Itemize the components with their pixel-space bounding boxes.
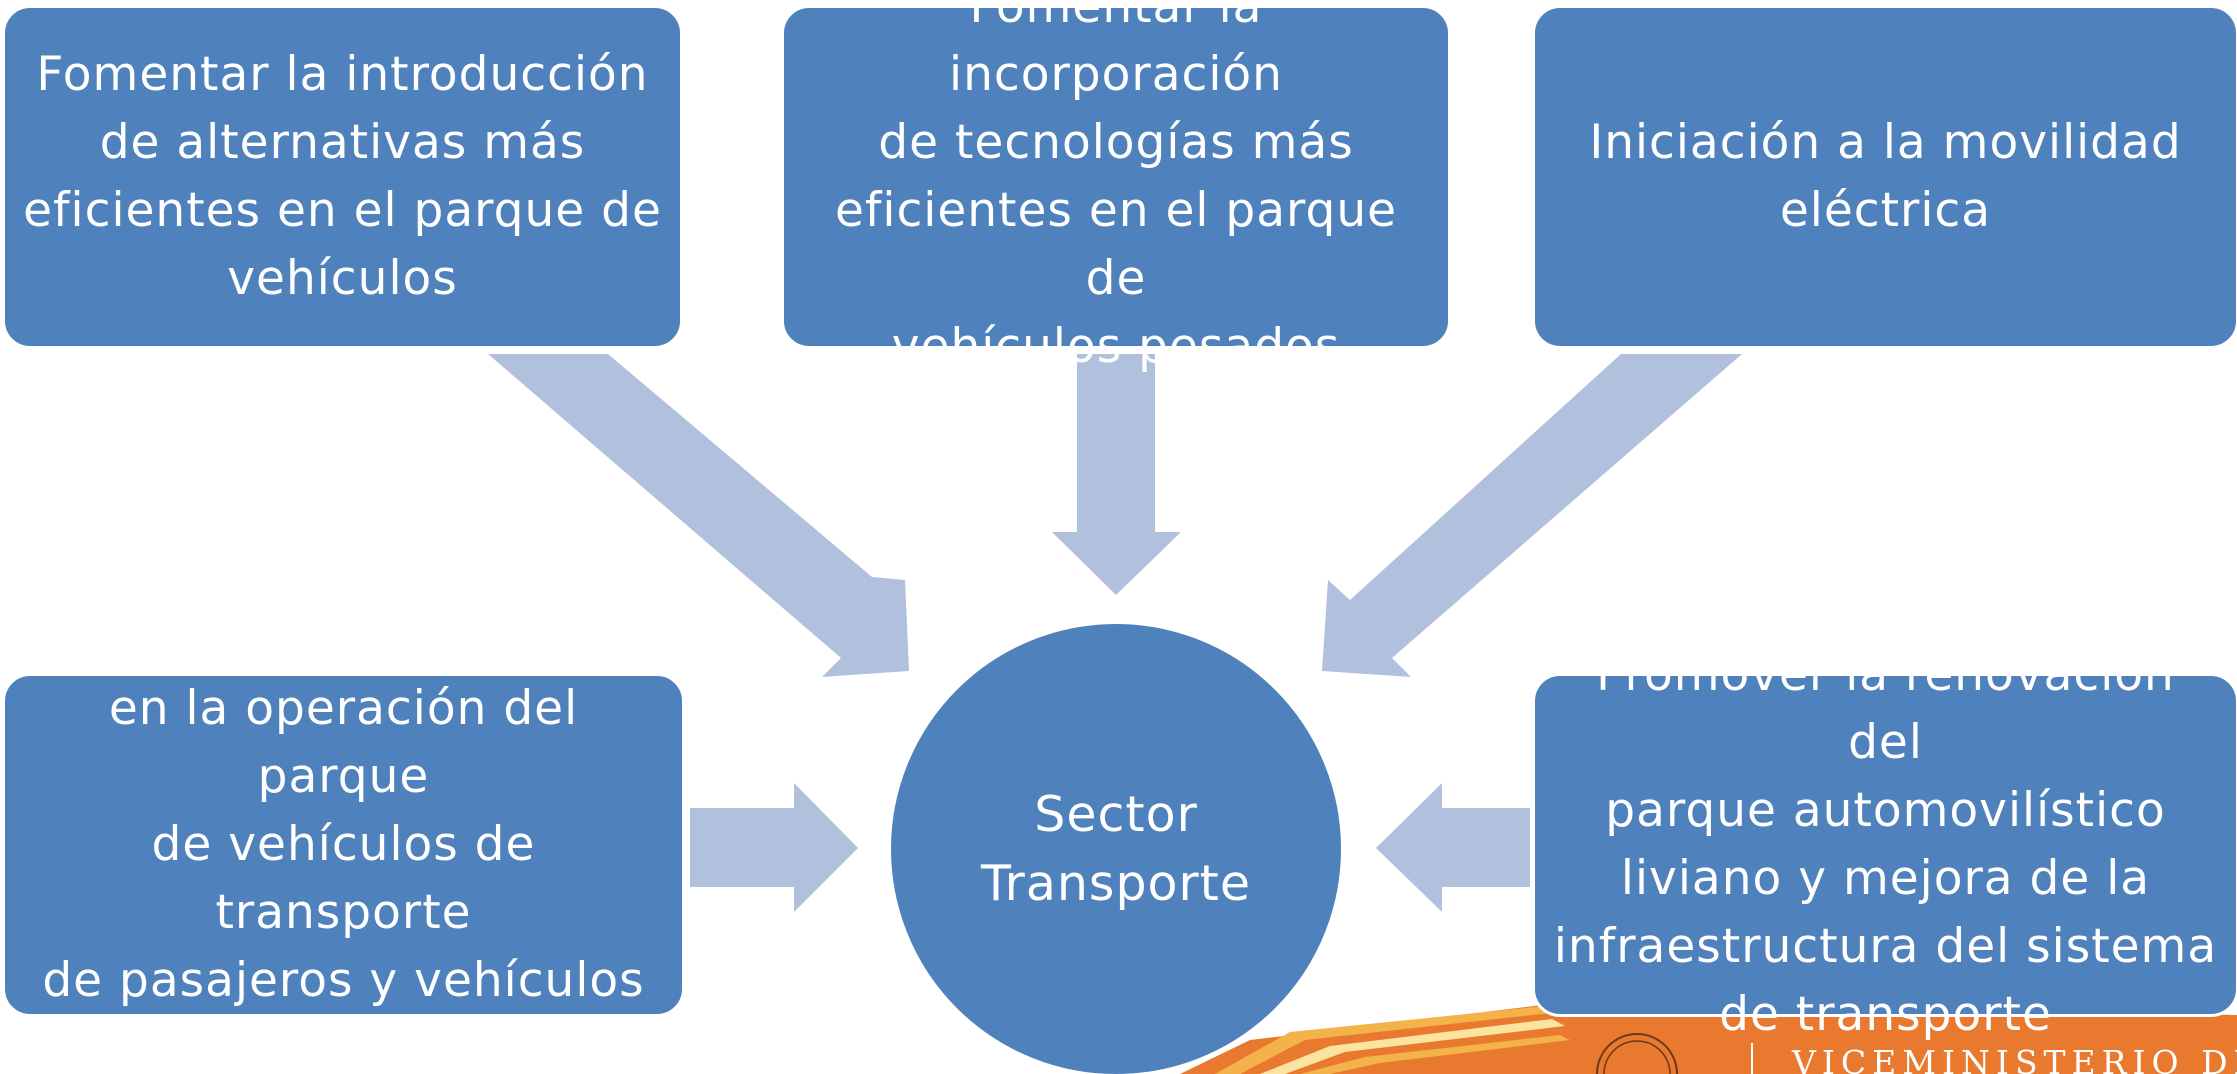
seal-icon	[1596, 1033, 1678, 1074]
arrow-top-right-to-hub	[1322, 354, 1742, 677]
node-bottom-right: Promover la renovación del parque automo…	[1532, 647, 2237, 1042]
node-bottom-left: Incentivar la optimización en la operaci…	[2, 613, 685, 1074]
node-top-center: Fomentar la incorporación de tecnologías…	[781, 0, 1451, 374]
arrow-top-left-to-hub	[488, 354, 909, 677]
arrow-bottom-right-to-hub	[1376, 783, 1530, 912]
arrow-top-center-to-hub	[1052, 354, 1181, 595]
footer-logo-text: VICEMINISTERIO DE	[1792, 1043, 2237, 1074]
arrow-bottom-left-to-hub	[690, 783, 858, 912]
node-top-right: Iniciación a la movilidad eléctrica	[1532, 5, 2237, 349]
node-top-left: Fomentar la introducción de alternativas…	[2, 5, 683, 349]
hub-sector-transporte: Sector Transporte	[888, 621, 1344, 1074]
